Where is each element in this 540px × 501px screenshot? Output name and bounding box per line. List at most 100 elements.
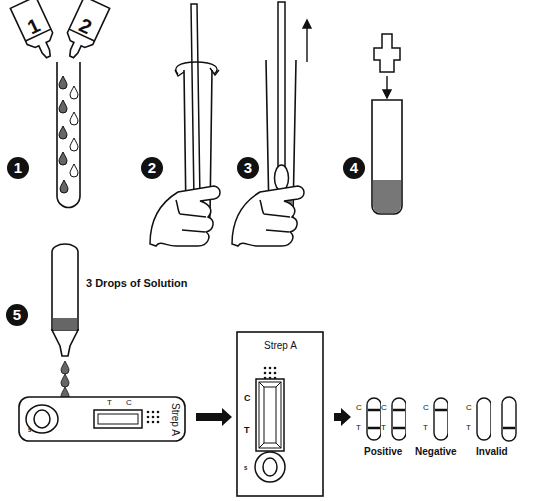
cassette-closeup-part — [256, 379, 284, 451]
up-arrow — [306, 26, 307, 62]
product-name: Strep A — [170, 403, 180, 436]
cassette-closeup-part — [264, 372, 267, 375]
reagent-drops — [60, 180, 68, 193]
marking-text: T — [356, 424, 361, 432]
reagent-drops — [70, 112, 78, 125]
result-strip-part — [368, 427, 380, 430]
result-strip-part — [368, 409, 380, 412]
block-arrow — [196, 408, 232, 426]
result-strip-part — [393, 409, 405, 412]
rotate-arrow — [176, 62, 217, 74]
dropper-cap — [374, 34, 400, 72]
hand — [150, 186, 220, 246]
liquid-band — [53, 318, 77, 330]
test-cassette-part — [147, 411, 150, 414]
cassette-closeup: Strep A C T S — [236, 331, 324, 497]
result-strip-part — [477, 398, 491, 440]
extraction-tube — [372, 100, 402, 214]
marking-text: C — [466, 404, 472, 412]
cassette-closeup-part — [269, 372, 272, 375]
marking-text: S — [28, 428, 31, 433]
step-number: 3 — [237, 157, 259, 179]
cassette-closeup-part — [255, 452, 285, 482]
cassette-closeup-part — [269, 367, 272, 370]
reagent-drops — [59, 100, 67, 113]
test-cassette-part — [152, 421, 155, 424]
result-strip: CT — [355, 397, 381, 441]
marking-text: C — [244, 394, 251, 403]
test-cassette-part — [26, 405, 58, 433]
marking-text: S — [244, 466, 247, 471]
result-strip: CT — [380, 397, 406, 441]
marking-text: T — [381, 424, 386, 432]
extraction-tube — [57, 62, 80, 208]
result-strip — [503, 427, 515, 430]
solution-drops — [61, 361, 69, 374]
result-strip: CT — [422, 397, 448, 441]
marking-text: C — [423, 404, 429, 412]
marking-text: T — [244, 426, 250, 435]
down-arrow — [383, 76, 391, 98]
cassette-closeup-part — [274, 372, 277, 375]
marking-text: C — [126, 399, 132, 407]
result-label: Negative — [415, 447, 457, 457]
result-strip-part — [435, 409, 447, 412]
test-cassette-part — [147, 416, 150, 419]
cassette-closeup-outline — [236, 331, 324, 497]
swab — [191, 4, 200, 200]
dropper-tube — [52, 244, 78, 330]
test-cassette: S T C Strep A — [18, 396, 186, 442]
result-strip-part — [434, 398, 448, 440]
cassette-closeup-part — [237, 332, 323, 496]
reagent-bottle — [10, 0, 61, 63]
rotate-arrow — [175, 62, 219, 76]
test-cassette-part — [98, 414, 138, 424]
up-arrow — [303, 20, 311, 62]
reagent-bottle — [10, 0, 61, 63]
solution-drops — [61, 361, 69, 400]
test-cassette-part — [157, 421, 160, 424]
reagent-drops — [70, 86, 78, 99]
up-arrow — [303, 20, 311, 28]
cassette-closeup-part — [264, 367, 267, 370]
marking-text: T — [423, 424, 428, 432]
cassette-closeup-part — [259, 382, 281, 448]
result-strip — [502, 397, 516, 441]
marking-text: T — [466, 424, 471, 432]
hand — [176, 200, 206, 232]
test-cassette-part — [147, 421, 150, 424]
step-number: 2 — [141, 157, 163, 179]
cassette-closeup-part — [263, 458, 277, 476]
test-cassette-outline — [18, 396, 186, 442]
step-number: 4 — [343, 157, 365, 179]
reagent-bottle — [59, 0, 110, 63]
block-arrow — [334, 408, 351, 426]
result-strip-part — [393, 427, 405, 430]
result-strip — [502, 397, 516, 441]
result-label: Invalid — [476, 447, 508, 457]
test-cassette-part — [94, 410, 142, 428]
cassette-closeup-part — [274, 367, 277, 370]
result-strip: CT — [465, 397, 491, 441]
hand — [232, 186, 304, 246]
hand — [150, 186, 220, 246]
hand — [232, 186, 304, 246]
reagent-drops — [59, 76, 78, 193]
dropper-cap — [374, 34, 400, 72]
marking-text: Strep A — [264, 341, 297, 351]
marking-text: C — [381, 404, 387, 412]
dropper-tube — [52, 244, 78, 356]
extraction-tube — [372, 100, 402, 214]
test-cassette-part — [152, 411, 155, 414]
instruction-text: 3 Drops of Solution — [86, 278, 187, 289]
rotate-arrow — [175, 70, 184, 76]
reagent-drops — [59, 76, 67, 89]
rotate-arrow — [210, 68, 219, 75]
result-label: Positive — [364, 447, 402, 457]
reagent-drops — [59, 126, 67, 139]
test-cassette-part — [157, 416, 160, 419]
step-number: 1 — [7, 157, 29, 179]
marking-text: T — [107, 399, 112, 407]
dropper-tube — [52, 330, 78, 356]
